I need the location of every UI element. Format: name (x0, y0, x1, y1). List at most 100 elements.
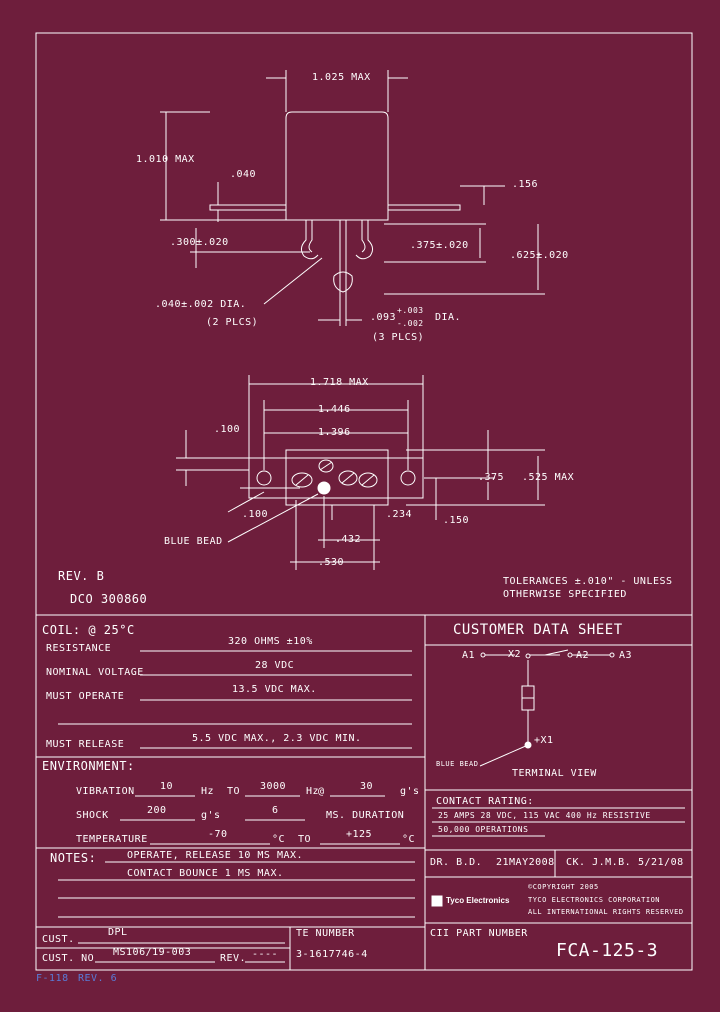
copyright-line-3: ALL INTERNATIONAL RIGHTS RESERVED (528, 908, 684, 916)
terminal-a1: A1 (462, 650, 476, 661)
vibration-g: 30 (360, 781, 374, 792)
form-number: F-118 (36, 973, 69, 984)
schematic-blue-bead: BLUE BEAD (436, 760, 479, 768)
vibration-unit-high: Hz (306, 786, 320, 797)
must-release-value: 5.5 VDC MAX., 2.3 VDC MIN. (192, 733, 362, 744)
dim-body-width: .525 MAX (522, 472, 575, 483)
note-line-2: CONTACT BOUNCE 1 MS MAX. (127, 868, 284, 879)
tolerances-line-2: OTHERWISE SPECIFIED (503, 589, 627, 600)
dim-terminal-width: .093 (370, 312, 397, 323)
vibration-unit-g: g's (400, 786, 420, 797)
dim-terminal-offset: .234 (386, 509, 413, 520)
drawn-by: DR. B.D. (430, 857, 483, 868)
customer-value: DPL (108, 927, 128, 938)
terminal-x2: X2 (508, 649, 522, 660)
dim-terminal-tol-minus: -.002 (397, 319, 424, 328)
notes-heading: NOTES: (50, 851, 97, 865)
shock-value: 200 (147, 805, 167, 816)
te-number-label: TE NUMBER (296, 928, 355, 939)
environment-heading: ENVIRONMENT: (42, 759, 135, 773)
dim-bracket-thickness: .040 (230, 169, 257, 180)
temperature-unit-high: °C (402, 834, 416, 845)
temperature-low: -70 (208, 829, 228, 840)
dco-number: DCO 300860 (70, 592, 148, 606)
datasheet-title: CUSTOMER DATA SHEET (453, 622, 623, 638)
vibration-high: 3000 (260, 781, 287, 792)
dim-overall-length: 1.718 MAX (310, 377, 369, 388)
shock-label: SHOCK (76, 810, 109, 821)
part-number: FCA-125-3 (556, 940, 659, 961)
shock-duration: 6 (272, 805, 279, 816)
tyco-brand: Tyco Electronics (446, 896, 510, 905)
dim-hook-spacing: .300±.020 (170, 237, 229, 248)
te-number-value: 3-1617746-4 (296, 949, 368, 960)
customer-rev-label: REV. (220, 953, 247, 964)
customer-label: CUST. (42, 934, 75, 945)
note-line-1: OPERATE, RELEASE 10 MS MAX. (127, 850, 304, 861)
nominal-voltage-value: 28 VDC (255, 660, 295, 671)
side-view-drawing (160, 70, 545, 326)
customer-number-value: MS106/19-003 (113, 947, 192, 958)
checked-date: 5/21/08 (638, 857, 684, 868)
dim-hole-spacing: 1.446 (318, 404, 351, 415)
dim-terminal-dia: DIA. (435, 312, 462, 323)
checked-by: CK. J.M.B. (566, 857, 632, 868)
resistance-label: RESISTANCE (46, 643, 112, 654)
dim-terminal-length: .625±.020 (510, 250, 569, 261)
terminal-a2: A2 (576, 650, 590, 661)
top-view-drawing (176, 375, 545, 570)
terminal-view-label: TERMINAL VIEW (512, 768, 597, 779)
vibration-unit-low: Hz (201, 786, 215, 797)
nominal-voltage-label: NOMINAL VOLTAGE (46, 667, 144, 678)
dim-terminal-span: .530 (318, 557, 345, 568)
dim-edge-offset: .150 (443, 515, 470, 526)
tolerances-line-1: TOLERANCES ±.010" - UNLESS (503, 576, 673, 587)
dim-flange-width: .375 (478, 472, 505, 483)
coil-heading: COIL: @ 25°C (42, 623, 135, 637)
temperature-to: TO (298, 834, 312, 845)
revision-label: REV. B (58, 569, 105, 583)
vibration-low: 10 (160, 781, 174, 792)
dim-terminal-count: (3 PLCS) (372, 332, 425, 343)
vibration-at: @ (318, 786, 325, 797)
temperature-high: +125 (346, 829, 373, 840)
contact-rating-label: CONTACT RATING: (436, 796, 534, 807)
copyright-line-2: TYCO ELECTRONICS CORPORATION (528, 896, 661, 904)
must-operate-value: 13.5 VDC MAX. (232, 684, 317, 695)
dim-flange-offset: .100 (214, 424, 241, 435)
blue-bead-label: BLUE BEAD (164, 536, 223, 547)
dim-bracket-height: .156 (512, 179, 539, 190)
dim-hook-count: (2 PLCS) (206, 317, 259, 328)
temperature-unit-low: °C (272, 834, 286, 845)
dim-height-max: 1.010 MAX (136, 154, 195, 165)
copyright-line-1: ©COPYRIGHT 2005 (528, 883, 599, 891)
drawn-date: 21MAY2008 (496, 857, 555, 868)
customer-number-label: CUST. NO (42, 953, 95, 964)
resistance-value: 320 OHMS ±10% (228, 636, 313, 647)
form-revision: REV. 6 (78, 973, 118, 984)
dim-body-length: 1.396 (318, 427, 351, 438)
sheet-border (35, 32, 693, 971)
contact-rating-1: 25 AMPS 28 VDC, 115 VAC 400 Hz RESISTIVE (438, 811, 651, 820)
dim-terminal-pitch: .432 (335, 534, 362, 545)
cii-part-number-label: CII PART NUMBER (430, 928, 528, 939)
vibration-to: TO (227, 786, 241, 797)
dim-terminal-tol-plus: +.003 (397, 306, 424, 315)
terminal-schematic (479, 649, 615, 767)
must-release-label: MUST RELEASE (46, 739, 125, 750)
temperature-label: TEMPERATURE (76, 834, 148, 845)
shock-unit: g's (201, 810, 221, 821)
dim-hook-diameter: .040±.002 DIA. (155, 299, 247, 310)
contact-rating-2: 50,000 OPERATIONS (438, 825, 529, 834)
dim-hole-offset: .100 (242, 509, 269, 520)
shock-duration-unit: MS. DURATION (326, 810, 405, 821)
must-operate-label: MUST OPERATE (46, 691, 125, 702)
dim-hook-length: .375±.020 (410, 240, 469, 251)
tyco-logo-mark (431, 895, 443, 907)
customer-rev-value: ---- (252, 949, 279, 960)
dim-width-max: 1.025 MAX (312, 72, 371, 83)
terminal-a3: A3 (619, 650, 633, 661)
vibration-label: VIBRATION (76, 786, 135, 797)
terminal-x1: +X1 (534, 735, 554, 746)
